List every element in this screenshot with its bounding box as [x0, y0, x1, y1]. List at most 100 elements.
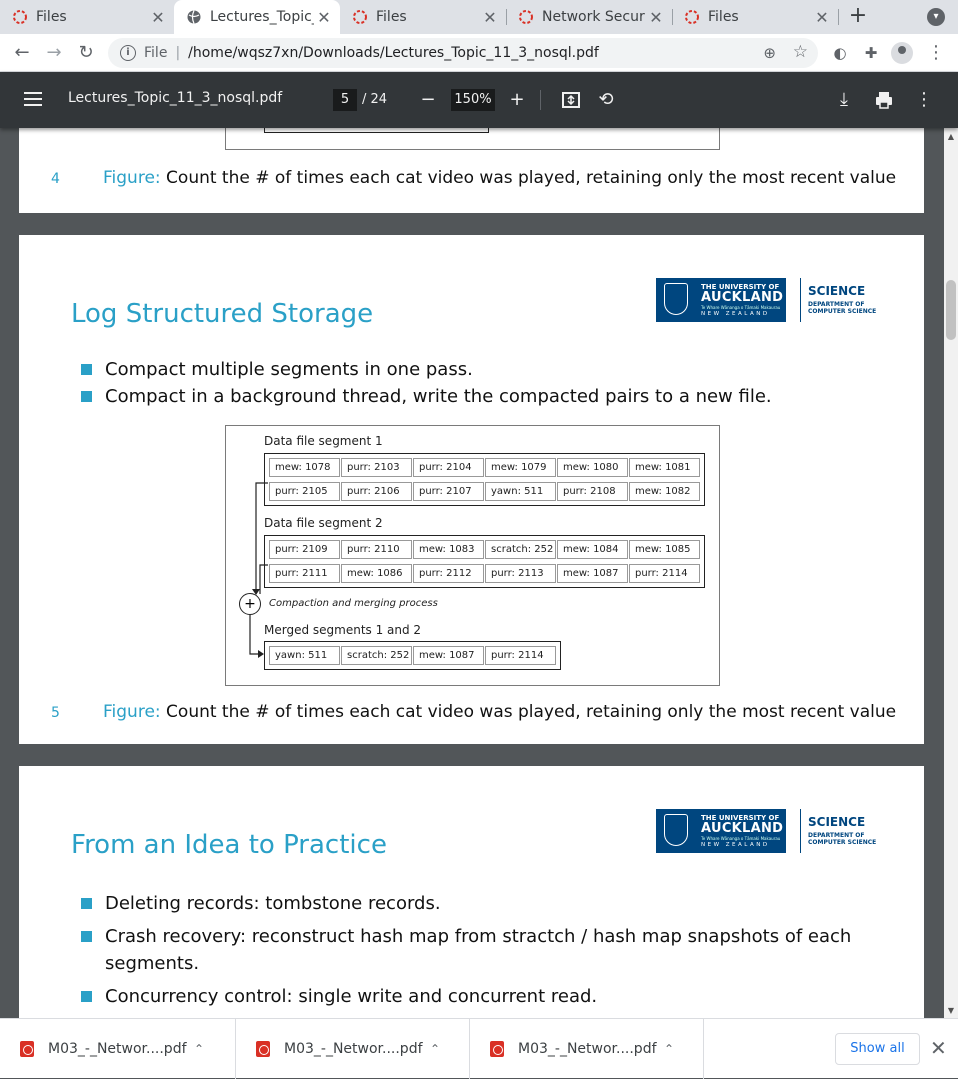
page-number-input[interactable]: 5	[333, 89, 357, 111]
logo-text: Te Whare Wānanga o Tāmaki Makaurau	[701, 305, 781, 310]
loading-icon	[685, 10, 699, 24]
bullet-item: Deleting records: tombstone records.	[81, 890, 891, 917]
tab-separator	[672, 9, 673, 25]
tab-files-1[interactable]: Files ✕	[0, 0, 174, 34]
bullet-item: Compact in a background thread, write th…	[81, 383, 891, 410]
download-icon[interactable]: ⤓	[840, 89, 848, 110]
figure-number: 5	[51, 705, 60, 721]
zoom-in-button[interactable]: +	[509, 89, 525, 110]
figure-segment	[264, 128, 489, 133]
download-filename: M03_-_Networ....pdf	[48, 1041, 187, 1057]
scrollbar-track[interactable]	[944, 128, 958, 1018]
segment1-box: mew: 1078 purr: 2103 purr: 2104 mew: 107…	[264, 453, 705, 506]
close-icon[interactable]: ✕	[317, 7, 331, 27]
zoom-icon[interactable]: ⊕	[763, 44, 776, 62]
fit-page-icon[interactable]	[559, 88, 583, 112]
segment2-label: Data file segment 2	[264, 516, 383, 530]
logo-science: SCIENCE	[808, 815, 866, 829]
reload-button[interactable]: ↻	[78, 42, 94, 63]
zoom-level-input[interactable]: 150%	[451, 89, 495, 111]
record-cell: scratch: 252	[485, 540, 556, 559]
url-text: /home/wqsz7xn/Downloads/Lectures_Topic_1…	[188, 45, 599, 61]
back-button[interactable]: ←	[14, 42, 30, 63]
download-item[interactable]: M03_-_Networ....pdf ⌃	[470, 1019, 704, 1079]
close-icon[interactable]: ✕	[483, 7, 497, 27]
print-icon[interactable]	[872, 88, 896, 112]
info-icon[interactable]: i	[120, 45, 136, 61]
toolbar-divider	[540, 90, 541, 110]
download-filename: M03_-_Networ....pdf	[284, 1041, 423, 1057]
download-item[interactable]: M03_-_Networ....pdf ⌃	[236, 1019, 470, 1079]
pdf-file-icon	[256, 1041, 270, 1057]
chevron-up-icon[interactable]: ⌃	[194, 1042, 205, 1056]
tab-lectures[interactable]: Lectures_Topic_ ✕	[174, 0, 340, 34]
record-cell: mew: 1083	[413, 540, 484, 559]
close-icon[interactable]: ✕	[151, 7, 165, 27]
logo-text: NEW ZEALAND	[701, 311, 770, 317]
close-icon[interactable]: ✕	[930, 1036, 947, 1060]
crest-icon	[664, 283, 688, 315]
chevron-up-icon[interactable]: ⌃	[430, 1042, 441, 1056]
logo-dept: DEPARTMENT OF	[808, 301, 865, 308]
record-cell: scratch: 252	[341, 646, 412, 665]
new-tab-button[interactable]: +	[848, 3, 868, 28]
pdf-toolbar: Lectures_Topic_11_3_nosql.pdf 5 / 24 − 1…	[0, 72, 958, 128]
show-all-button[interactable]: Show all	[835, 1033, 920, 1065]
record-cell: mew: 1079	[485, 458, 556, 477]
tab-label: Files	[376, 9, 407, 25]
browser-menu-icon[interactable]: ⋮	[927, 42, 945, 63]
close-icon[interactable]: ✕	[815, 7, 829, 27]
record-cell: purr: 2106	[341, 482, 412, 501]
record-cell: mew: 1086	[341, 564, 412, 583]
record-cell: mew: 1081	[629, 458, 700, 477]
close-icon[interactable]: ✕	[649, 7, 663, 27]
tab-files-2[interactable]: Files ✕	[340, 0, 506, 34]
tab-network-security[interactable]: Network Securi ✕	[506, 0, 672, 34]
figure-frame	[225, 128, 720, 150]
tab-files-3[interactable]: Files ✕	[672, 0, 838, 34]
bullet-item: Crash recovery: reconstruct hash map fro…	[81, 923, 891, 977]
forward-button[interactable]: →	[46, 42, 62, 63]
more-options-icon[interactable]: ⋮	[915, 89, 933, 110]
bullet-square-icon	[81, 364, 92, 375]
pdf-file-icon	[490, 1041, 504, 1057]
url-divider: |	[175, 45, 181, 61]
record-cell: yawn: 511	[269, 646, 340, 665]
download-item[interactable]: M03_-_Networ....pdf ⌃	[0, 1019, 236, 1079]
logo-text: AUCKLAND	[701, 290, 784, 305]
rotate-icon[interactable]: ⟲	[598, 89, 614, 110]
record-cell: purr: 2103	[341, 458, 412, 477]
extension-icon[interactable]: ◐	[833, 44, 847, 62]
bullet-text: Concurrency control: single write and co…	[105, 986, 598, 1007]
uoa-logo: THE UNIVERSITY OF AUCKLAND Te Whare Wāna…	[656, 809, 884, 855]
address-bar[interactable]: i File | /home/wqsz7xn/Downloads/Lecture…	[108, 38, 818, 68]
tab-label: Network Securi	[542, 9, 646, 25]
record-cell: purr: 2113	[485, 564, 556, 583]
segment2-box: purr: 2109 purr: 2110 mew: 1083 scratch:…	[264, 535, 705, 588]
scroll-down-arrow[interactable]: ▼	[947, 1006, 955, 1015]
browser-toolbar: ← → ↻ i File | /home/wqsz7xn/Downloads/L…	[0, 34, 958, 72]
scroll-up-arrow[interactable]: ▲	[947, 132, 955, 141]
chevron-up-icon[interactable]: ⌃	[664, 1042, 675, 1056]
record-cell: purr: 2104	[413, 458, 484, 477]
record-cell: purr: 2108	[557, 482, 628, 501]
menu-icon[interactable]	[24, 92, 42, 106]
loading-icon	[353, 10, 367, 24]
avatar[interactable]	[891, 42, 913, 64]
logo-dept: COMPUTER SCIENCE	[808, 308, 877, 315]
record-cell: purr: 2107	[413, 482, 484, 501]
tab-search-button[interactable]: ▾	[927, 8, 945, 26]
bookmark-star-icon[interactable]: ☆	[792, 42, 808, 62]
figure-label: Figure:	[103, 702, 161, 722]
record-cell: purr: 2114	[629, 564, 700, 583]
bullet-text: Crash recovery: reconstruct hash map fro…	[105, 926, 852, 974]
puzzle-icon[interactable]: ✚	[864, 44, 878, 62]
zoom-out-button[interactable]: −	[420, 89, 436, 110]
record-cell: purr: 2114	[485, 646, 556, 665]
scrollbar-thumb[interactable]	[946, 280, 956, 340]
pdf-page-5: Log Structured Storage THE UNIVERSITY OF…	[19, 235, 924, 744]
process-label: Compaction and merging process	[269, 598, 438, 609]
caption-text: Count the # of times each cat video was …	[166, 168, 897, 188]
tab-label: Files	[708, 9, 739, 25]
